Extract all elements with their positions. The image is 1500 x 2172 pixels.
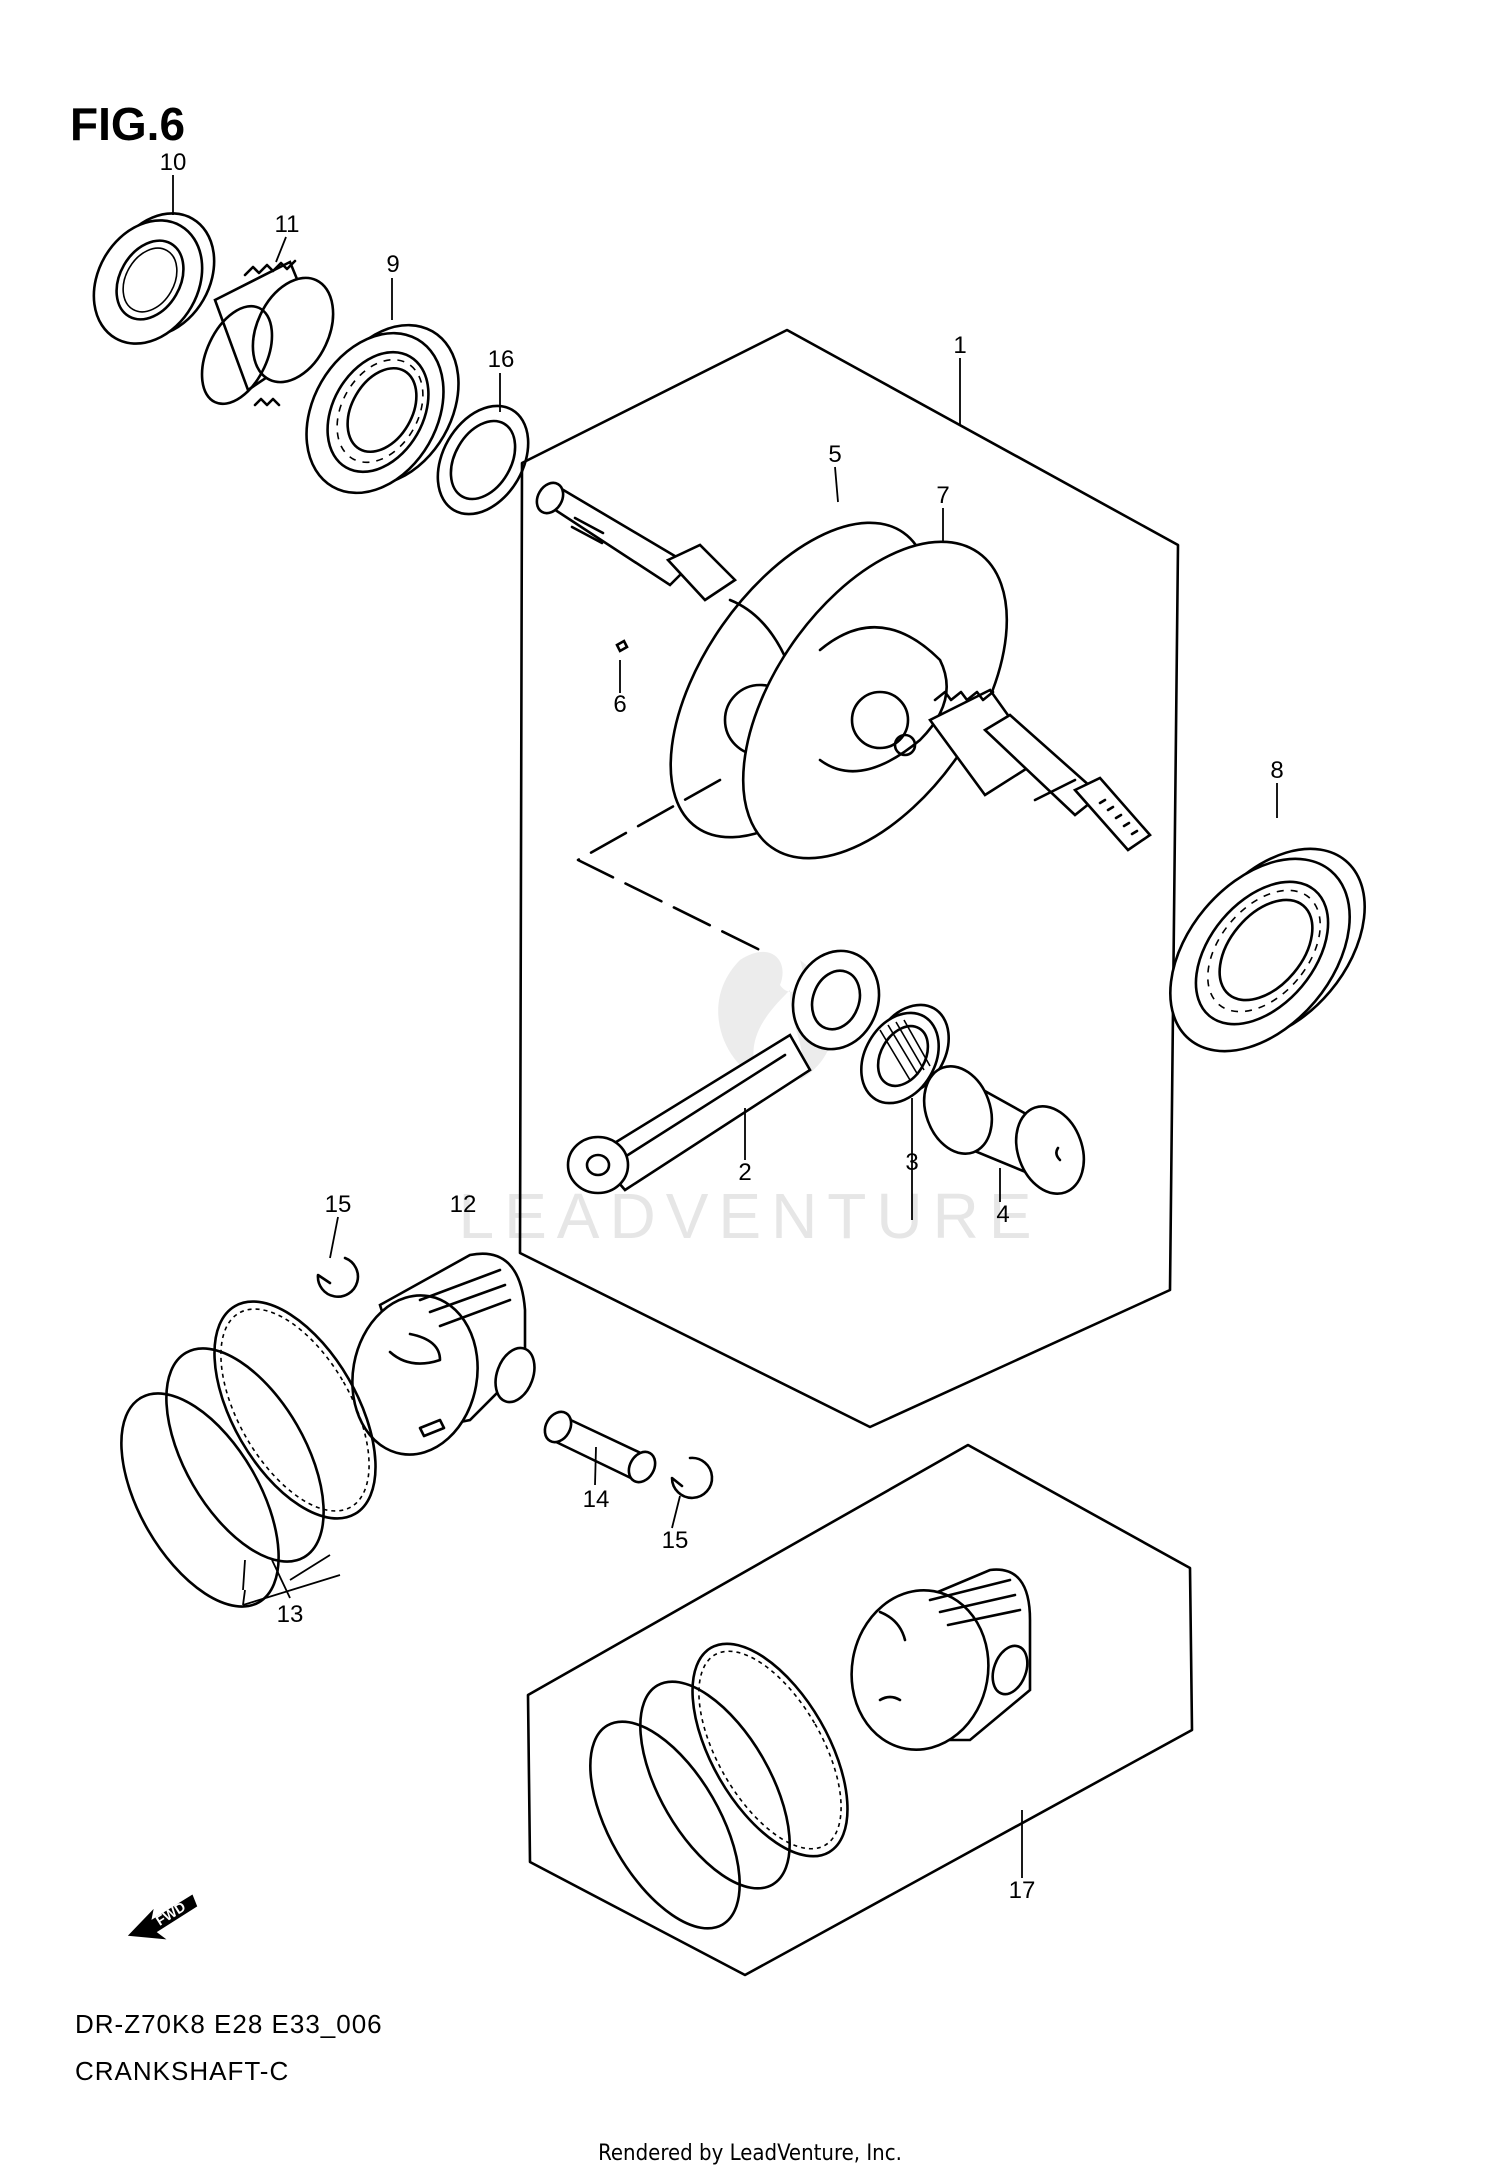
crankshaft-assembly-box [518,328,1180,1429]
watermark-text: LEADVENTURE [459,1180,1042,1252]
part-7-crankshaft-right[interactable] [690,495,1152,905]
callout-17: 17 [1009,1877,1036,1904]
figure-title: FIG.6 [70,98,185,150]
leader-lines [172,175,1278,1878]
callout-4: 4 [996,1201,1009,1228]
part-9-bearing[interactable] [279,300,486,517]
part-13-piston-rings[interactable] [89,1275,409,1632]
callout-6: 6 [613,691,626,718]
part-15-circlip-upper[interactable] [316,1256,360,1299]
callout-9: 9 [386,251,399,278]
callout-15-upper: 15 [325,1191,352,1218]
part-8-bearing[interactable] [1134,814,1401,1085]
part-16-shim[interactable] [419,390,546,530]
model-code: DR-Z70K8 E28 E33_006 [75,2009,383,2039]
part-2-connecting-rod[interactable] [566,939,893,1195]
callout-1: 1 [953,332,966,359]
part-12-piston[interactable] [340,1252,541,1465]
callout-16: 16 [488,346,515,373]
callout-15-lower: 15 [662,1527,689,1554]
figure-name: CRANKSHAFT-C [75,2056,289,2086]
guide-line [576,778,772,957]
part-10-oil-seal[interactable] [72,194,236,364]
callout-5: 5 [828,441,841,468]
callout-3: 3 [905,1149,918,1176]
part-4-crank-pin[interactable] [913,1057,1096,1203]
part-3-needle-bearing[interactable] [846,991,965,1117]
callout-12: 12 [450,1191,477,1218]
part-11-gear[interactable] [188,259,349,415]
part-14-piston-pin[interactable] [540,1407,661,1487]
callout-10: 10 [160,149,187,176]
forward-arrow-icon: FWD [127,1894,198,1940]
part-15-circlip-lower[interactable] [670,1456,714,1500]
callout-2: 2 [738,1159,751,1186]
callout-7: 7 [936,482,949,509]
callout-11: 11 [275,211,300,238]
credit-text: Rendered by LeadVenture, Inc. [598,2141,902,2166]
piston-set-box [526,1443,1194,1977]
part-17-piston-set[interactable] [560,1568,1034,1953]
callout-8: 8 [1270,757,1283,784]
callout-13: 13 [277,1601,304,1628]
callout-14: 14 [583,1486,610,1513]
